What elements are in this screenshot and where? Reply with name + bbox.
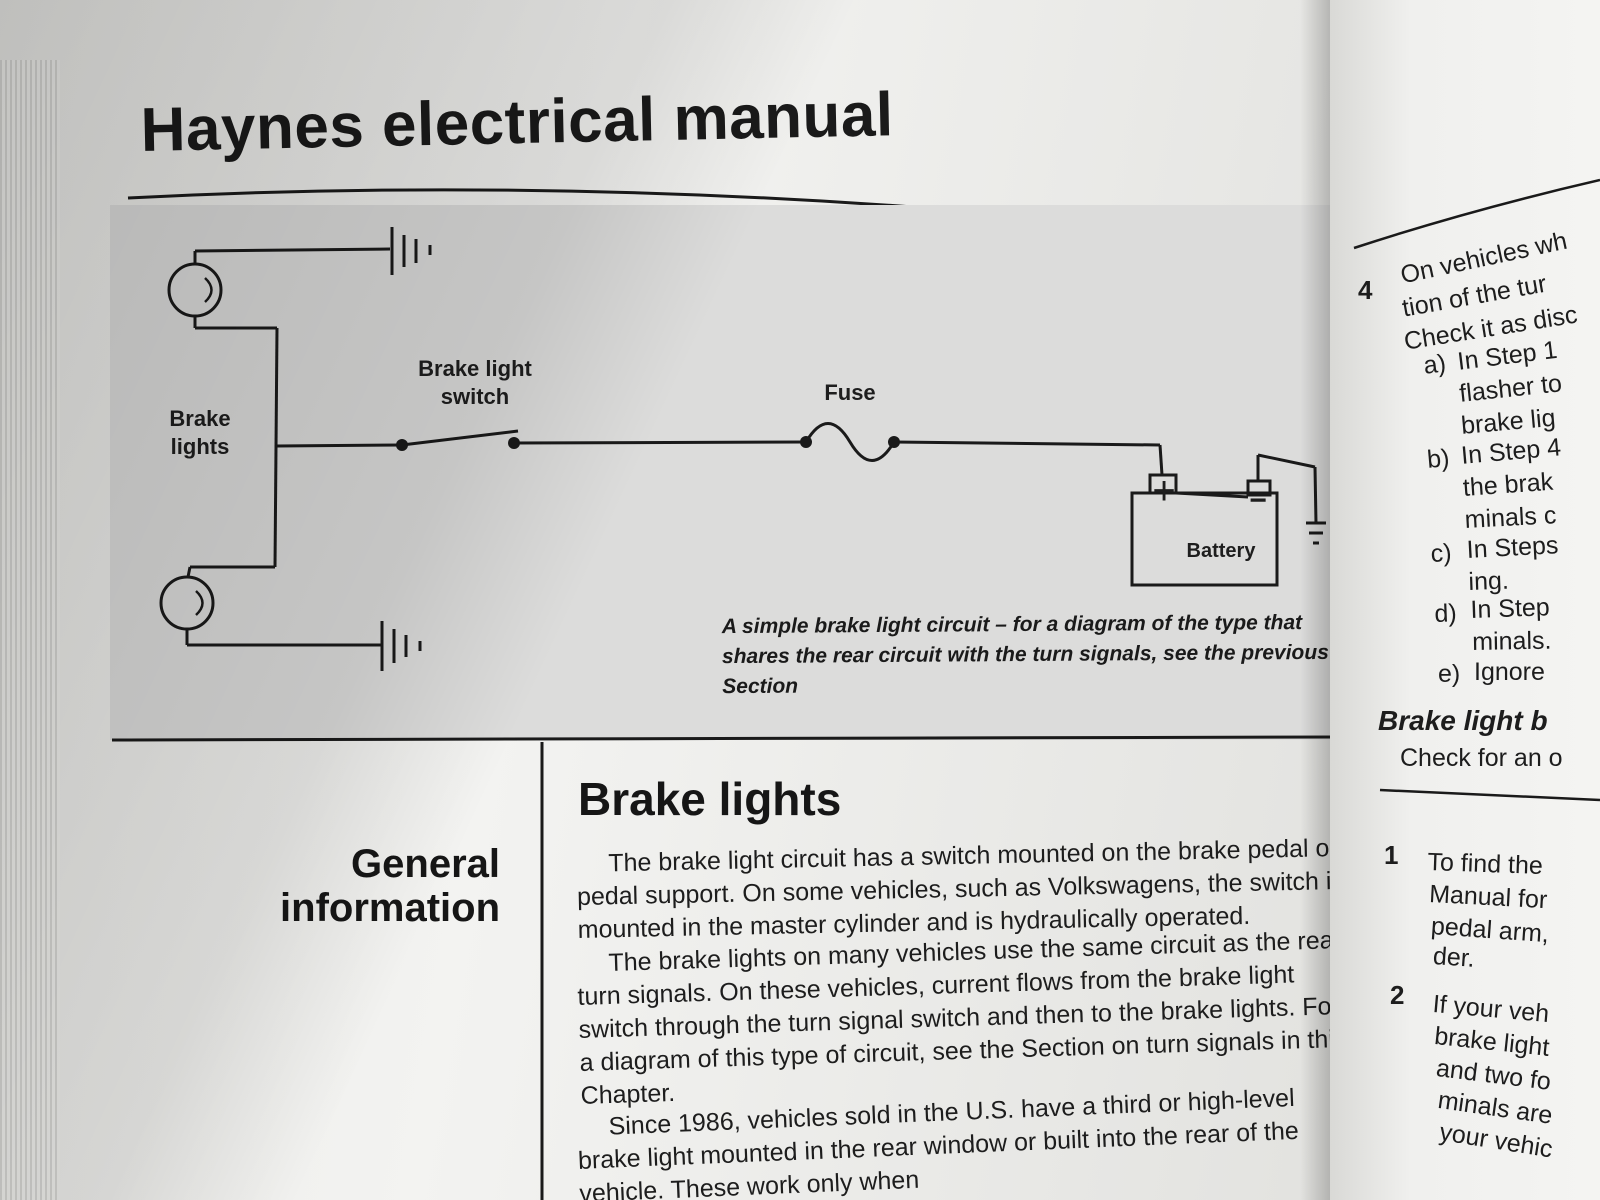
step-1-number: 1 xyxy=(1384,840,1399,870)
circuit-diagram: Brake lights Brake light switch Fuse Bat… xyxy=(110,205,1335,740)
step-2-number: 2 xyxy=(1390,980,1405,1010)
battery-label: Battery xyxy=(1186,540,1256,562)
substep-d-line-1: In Step xyxy=(1470,593,1551,624)
brake-lights-label: Brake lights xyxy=(169,406,231,459)
step-4-number: 4 xyxy=(1358,275,1373,305)
step-1-line-1: To find the xyxy=(1427,848,1544,881)
left-page: Haynes electrical manual xyxy=(0,0,1345,1200)
substep-e-label: e) xyxy=(1438,660,1461,688)
battery-minus-label: − xyxy=(1249,484,1267,517)
brake-lights-heading: Brake lights xyxy=(578,773,842,825)
right-subheading: Brake light b xyxy=(1378,705,1548,736)
section-rules xyxy=(111,735,1341,1200)
circuit-wiring xyxy=(159,227,1326,671)
battery-icon xyxy=(1130,491,1279,587)
battery-plus-label: + xyxy=(1152,469,1176,513)
fuse-icon xyxy=(804,422,896,462)
switch-blade xyxy=(401,429,519,447)
switch-label: Brake light switch xyxy=(418,356,532,409)
substep-b-label: b) xyxy=(1426,444,1451,474)
page-edge-stack xyxy=(0,60,60,1200)
substep-d-label: d) xyxy=(1434,599,1458,628)
substep-a-label: a) xyxy=(1422,349,1448,380)
substep-b-line-3: minals c xyxy=(1464,501,1558,534)
substep-d-line-2: minals. xyxy=(1472,626,1552,656)
step-1-line-2: Manual for xyxy=(1428,880,1548,915)
substep-c-line-2: ing. xyxy=(1468,566,1510,596)
substep-e-line-1: Ignore xyxy=(1474,658,1545,686)
right-page: 4 On vehicles wh tion of the tur Check i… xyxy=(1330,0,1600,1200)
step-1-line-4: der. xyxy=(1432,942,1476,973)
fuse-label: Fuse xyxy=(824,380,876,405)
right-page-rules xyxy=(1353,178,1600,802)
right-subheading-text: Check for an o xyxy=(1400,744,1563,772)
general-information-heading: General information xyxy=(280,842,500,930)
substep-c-line-1: In Steps xyxy=(1466,531,1560,564)
substep-c-label: c) xyxy=(1430,538,1453,568)
